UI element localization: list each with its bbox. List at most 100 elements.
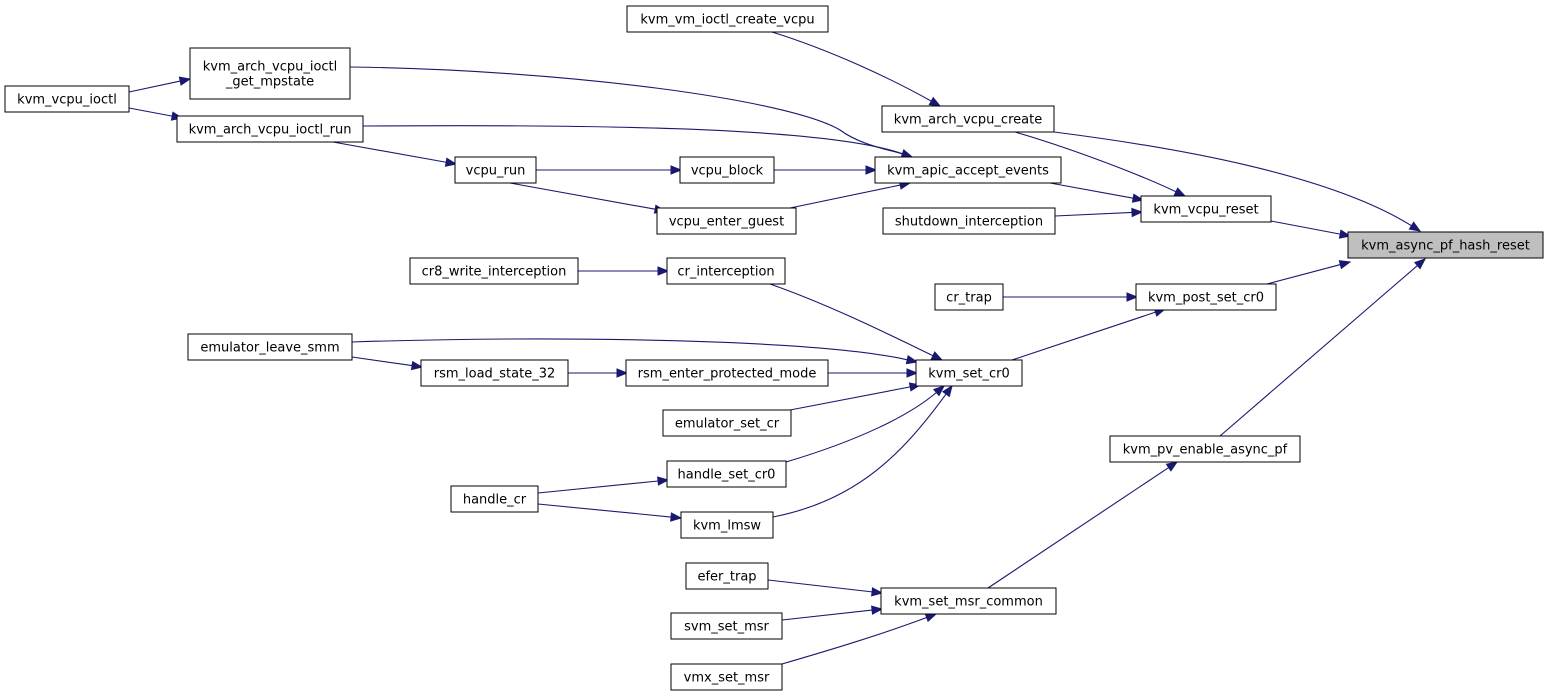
- node-box[interactable]: [679, 156, 775, 184]
- edge-line: [351, 356, 413, 367]
- node-n_pv_enable_async_pf[interactable]: kvm_pv_enable_async_pf: [1109, 435, 1301, 463]
- edge-line: [1053, 131, 1412, 227]
- node-box[interactable]: [1109, 435, 1301, 463]
- node-box[interactable]: [685, 562, 769, 590]
- arrowhead: [410, 360, 424, 371]
- edge-line: [351, 338, 908, 361]
- node-label: handle_cr: [463, 493, 527, 508]
- node-box[interactable]: [409, 257, 579, 285]
- edge-line: [1270, 220, 1341, 235]
- node-n_arch_vcpu_create[interactable]: kvm_arch_vcpu_create: [881, 105, 1055, 133]
- node-n_vcpu_enter_guest[interactable]: vcpu_enter_guest: [656, 207, 797, 235]
- arrowhead: [865, 165, 878, 175]
- node-box[interactable]: [882, 207, 1056, 235]
- arrowhead: [1413, 258, 1427, 270]
- node-n_emulator_leave_smm[interactable]: emulator_leave_smm: [187, 333, 353, 361]
- node-n_efer_trap[interactable]: efer_trap: [685, 562, 769, 590]
- node-n_svm_set_msr[interactable]: svm_set_msr: [670, 612, 783, 640]
- node-box[interactable]: [187, 333, 353, 361]
- edge-line: [781, 616, 927, 665]
- node-box[interactable]: [1140, 195, 1272, 223]
- node-n_vcpu_ioctl[interactable]: kvm_vcpu_ioctl: [4, 85, 130, 113]
- node-n_cr8_write_interception[interactable]: cr8_write_interception: [409, 257, 579, 285]
- node-n_lmsw[interactable]: kvm_lmsw: [680, 511, 774, 539]
- arrowhead: [871, 605, 884, 615]
- node-n_set_cr0[interactable]: kvm_set_cr0: [915, 359, 1023, 387]
- edge-line: [1219, 265, 1418, 437]
- node-box[interactable]: [874, 156, 1062, 184]
- node-box[interactable]: [1135, 283, 1277, 311]
- node-n_apic_accept_events[interactable]: kvm_apic_accept_events: [874, 156, 1062, 184]
- node-box[interactable]: [680, 511, 774, 539]
- node-label: kvm_vcpu_reset: [1153, 203, 1258, 218]
- node-n_arch_ioctl_run[interactable]: kvm_arch_vcpu_ioctl_run: [176, 115, 364, 143]
- node-box[interactable]: [176, 115, 364, 143]
- node-n_cr_interception[interactable]: cr_interception: [666, 257, 786, 285]
- node-box[interactable]: [189, 47, 351, 100]
- edge-n_arch_vcpu_create-to-root: [1053, 131, 1422, 232]
- edge-n_rsm_load_state_32-to-n_rsm_enter_protected_mode: [568, 368, 629, 378]
- node-box[interactable]: [662, 409, 792, 437]
- arrowhead: [928, 96, 942, 107]
- edge-n_post_set_cr0-to-root: [1266, 260, 1352, 285]
- node-box[interactable]: [670, 612, 783, 640]
- edge-line: [785, 392, 937, 463]
- node-n_vmx_set_msr[interactable]: vmx_set_msr: [670, 663, 783, 691]
- edge-line: [771, 31, 932, 102]
- edge-line: [1014, 131, 1177, 193]
- node-box[interactable]: [880, 587, 1057, 615]
- node-box[interactable]: [656, 207, 797, 235]
- node-box[interactable]: [4, 85, 130, 113]
- node-n_post_set_cr0[interactable]: kvm_post_set_cr0: [1135, 283, 1277, 311]
- node-box[interactable]: [626, 5, 829, 33]
- node-n_handle_set_cr0[interactable]: handle_set_cr0: [666, 460, 787, 488]
- node-n_set_msr_common[interactable]: kvm_set_msr_common: [880, 587, 1057, 615]
- node-n_cr_trap[interactable]: cr_trap: [934, 283, 1004, 311]
- edge-line: [781, 609, 873, 621]
- node-label: rsm_enter_protected_mode: [638, 367, 817, 382]
- node-n_vm_ioctl_create_vcpu[interactable]: kvm_vm_ioctl_create_vcpu: [626, 5, 829, 33]
- arrowhead: [178, 76, 192, 86]
- arrowhead: [941, 384, 953, 398]
- arrowhead: [1165, 461, 1179, 472]
- node-box[interactable]: [915, 359, 1023, 387]
- node-n_handle_cr[interactable]: handle_cr: [450, 485, 539, 513]
- arrowhead: [1131, 193, 1145, 203]
- node-label: kvm_pv_enable_async_pf: [1123, 443, 1288, 458]
- edge-line: [509, 182, 656, 210]
- node-box[interactable]: [450, 485, 539, 513]
- node-label: kvm_set_msr_common: [894, 595, 1043, 610]
- node-n_arch_get_mpstate[interactable]: kvm_arch_vcpu_ioctl_get_mpstate: [189, 47, 351, 100]
- node-root[interactable]: kvm_async_pf_hash_reset: [1347, 231, 1544, 259]
- node-n_vcpu_reset[interactable]: kvm_vcpu_reset: [1140, 195, 1272, 223]
- node-n_rsm_enter_protected_mode[interactable]: rsm_enter_protected_mode: [625, 359, 829, 387]
- node-box[interactable]: [666, 460, 787, 488]
- edge-n_arch_ioctl_run-to-n_vcpu_run: [332, 141, 458, 167]
- node-label: kvm_vcpu_ioctl: [17, 93, 117, 108]
- node-box[interactable]: [881, 105, 1055, 133]
- edge-n_set_msr_common-to-n_pv_enable_async_pf: [987, 461, 1179, 589]
- node-label: kvm_arch_vcpu_ioctl_run: [189, 123, 352, 138]
- node-n_vcpu_run[interactable]: vcpu_run: [454, 156, 537, 184]
- node-n_emulator_set_cr[interactable]: emulator_set_cr: [662, 409, 792, 437]
- node-box[interactable]: [420, 359, 569, 387]
- edge-line: [769, 283, 934, 357]
- node-box[interactable]: [454, 156, 537, 184]
- arrowhead: [905, 355, 919, 365]
- node-label: vmx_set_msr: [684, 671, 770, 686]
- node-box[interactable]: [1347, 231, 1544, 259]
- edge-n_efer_trap-to-n_set_msr_common: [767, 579, 884, 597]
- node-box[interactable]: [666, 257, 786, 285]
- node-box[interactable]: [670, 663, 783, 691]
- node-n_shutdown_interception[interactable]: shutdown_interception: [882, 207, 1056, 235]
- node-box[interactable]: [934, 283, 1004, 311]
- edge-n_handle_cr-to-n_handle_set_cr0: [537, 476, 670, 494]
- node-n_vcpu_block[interactable]: vcpu_block: [679, 156, 775, 184]
- node-n_rsm_load_state_32[interactable]: rsm_load_state_32: [420, 359, 569, 387]
- edge-n_vmx_set_msr-to-n_set_msr_common: [781, 613, 938, 665]
- edge-n_cr_trap-to-n_post_set_cr0: [1003, 292, 1139, 302]
- edge-n_apic_accept_events-to-n_vcpu_reset: [1049, 182, 1145, 203]
- node-box[interactable]: [625, 359, 829, 387]
- node-label: vcpu_enter_guest: [669, 215, 784, 230]
